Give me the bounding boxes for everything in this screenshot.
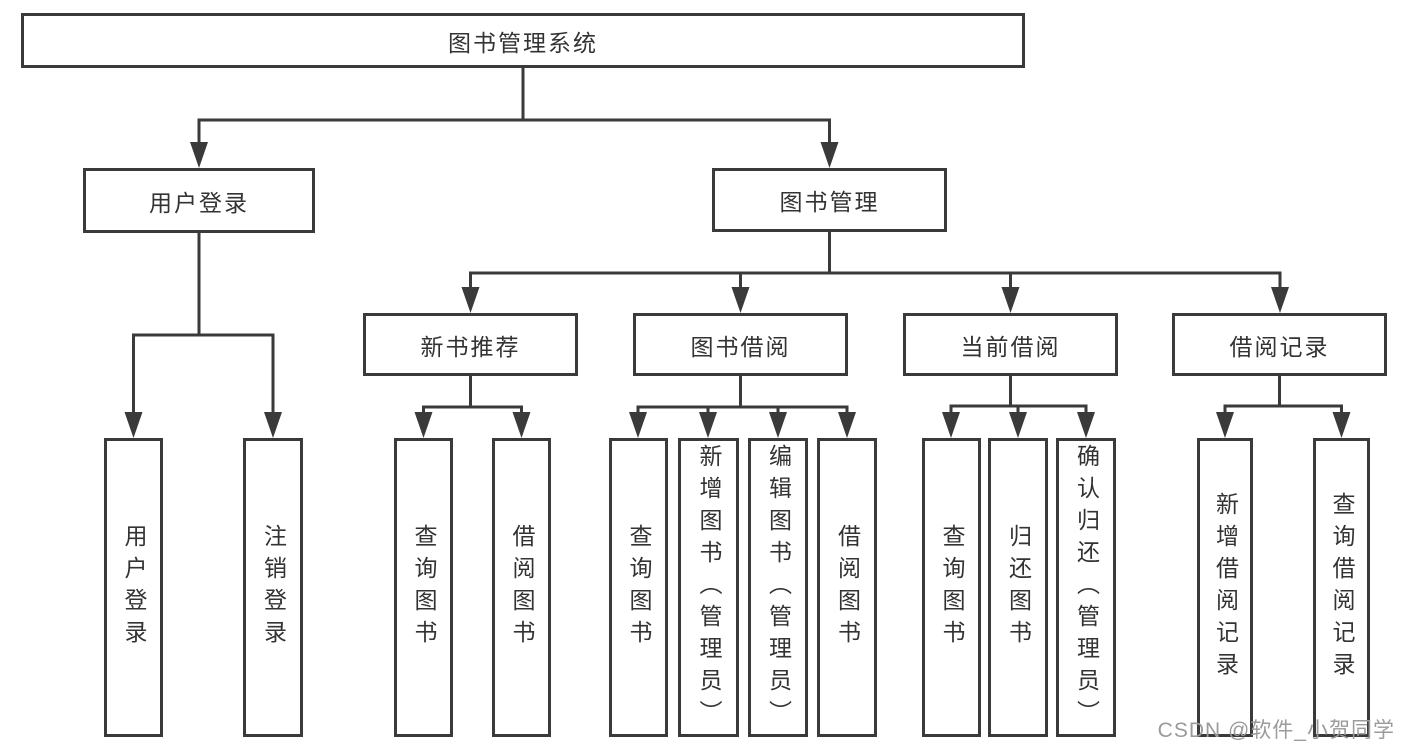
node-leaf-query-books-1: 查询图书 — [394, 438, 453, 737]
node-new-book-recommendation: 新书推荐 — [363, 313, 578, 376]
arrow-down-icon — [1332, 412, 1351, 438]
node-label: 新增图书（管理员） — [696, 443, 722, 732]
node-book-borrowing: 图书借阅 — [633, 313, 848, 376]
node-label: 当前借阅 — [960, 333, 1061, 360]
node-label: 图书借阅 — [690, 333, 791, 360]
connector-current-borrow-group — [949, 376, 1088, 416]
node-label: 查询图书 — [939, 523, 965, 652]
connector-book-mgmt-group — [469, 232, 1282, 291]
node-book-management: 图书管理 — [712, 168, 947, 232]
node-label: 新增借阅记录 — [1212, 491, 1239, 684]
arrow-down-icon — [264, 412, 282, 438]
node-label: 查询借阅记录 — [1329, 491, 1355, 684]
node-leaf-borrow-books-1: 借阅图书 — [492, 438, 551, 737]
arrow-down-icon — [1216, 412, 1234, 438]
node-leaf-return-books: 归还图书 — [988, 438, 1048, 737]
arrow-down-icon — [1001, 287, 1020, 313]
node-label: 编辑图书（管理员） — [765, 443, 792, 732]
node-library-management-system: 图书管理系统 — [21, 13, 1025, 68]
node-label: 借阅记录 — [1229, 333, 1330, 360]
node-label: 注销登录 — [260, 523, 287, 652]
watermark: CSDN @软件_小贺同学 — [1157, 719, 1395, 742]
node-leaf-add-borrow-record: 新增借阅记录 — [1197, 438, 1253, 737]
node-current-borrowing: 当前借阅 — [903, 313, 1118, 376]
node-leaf-logout: 注销登录 — [243, 438, 303, 737]
connector-borrow-record-group — [1223, 376, 1343, 416]
arrow-down-icon — [731, 287, 750, 313]
node-label: 查询图书 — [626, 523, 652, 652]
arrow-down-icon — [629, 412, 647, 438]
arrow-down-icon — [838, 412, 856, 438]
node-label: 图书管理系统 — [448, 29, 598, 56]
node-leaf-edit-books-admin: 编辑图书（管理员） — [748, 438, 808, 737]
connector-root-to-level2 — [197, 68, 831, 146]
node-label: 用户登录 — [149, 189, 249, 216]
node-borrowing-records: 借阅记录 — [1172, 313, 1387, 376]
connector-user-login-group — [132, 233, 275, 416]
node-leaf-user-login: 用户登录 — [104, 438, 163, 737]
arrow-down-icon — [820, 142, 839, 168]
arrow-down-icon — [512, 412, 531, 438]
arrow-down-icon — [769, 412, 787, 438]
node-label: 确认归还（管理员） — [1073, 443, 1100, 732]
node-user-login: 用户登录 — [83, 168, 315, 233]
node-leaf-add-books-admin: 新增图书（管理员） — [678, 438, 739, 737]
node-label: 借阅图书 — [509, 523, 535, 652]
node-leaf-query-books-3: 查询图书 — [922, 438, 981, 737]
connector-book-borrow-group — [636, 376, 849, 416]
arrow-down-icon — [1077, 412, 1095, 438]
node-leaf-query-borrow-record: 查询借阅记录 — [1313, 438, 1370, 737]
node-label: 借阅图书 — [834, 523, 861, 652]
node-label: 归还图书 — [1005, 523, 1032, 652]
arrow-down-icon — [1271, 287, 1289, 313]
arrow-down-icon — [1009, 412, 1027, 438]
node-leaf-borrow-books-2: 借阅图书 — [817, 438, 877, 737]
node-label: 图书管理 — [779, 189, 880, 215]
node-label: 查询图书 — [411, 523, 437, 652]
node-label: 用户登录 — [121, 523, 147, 652]
arrow-down-icon — [699, 412, 717, 438]
arrow-down-icon — [124, 412, 143, 438]
arrow-down-icon — [190, 142, 208, 168]
node-leaf-confirm-return-admin: 确认归还（管理员） — [1056, 438, 1116, 737]
arrow-down-icon — [461, 287, 480, 313]
arrow-down-icon — [942, 412, 960, 438]
connector-new-book-rec-group — [422, 376, 523, 416]
node-label: 新书推荐 — [420, 333, 521, 360]
arrow-down-icon — [414, 412, 433, 438]
node-leaf-query-books-2: 查询图书 — [609, 438, 668, 737]
